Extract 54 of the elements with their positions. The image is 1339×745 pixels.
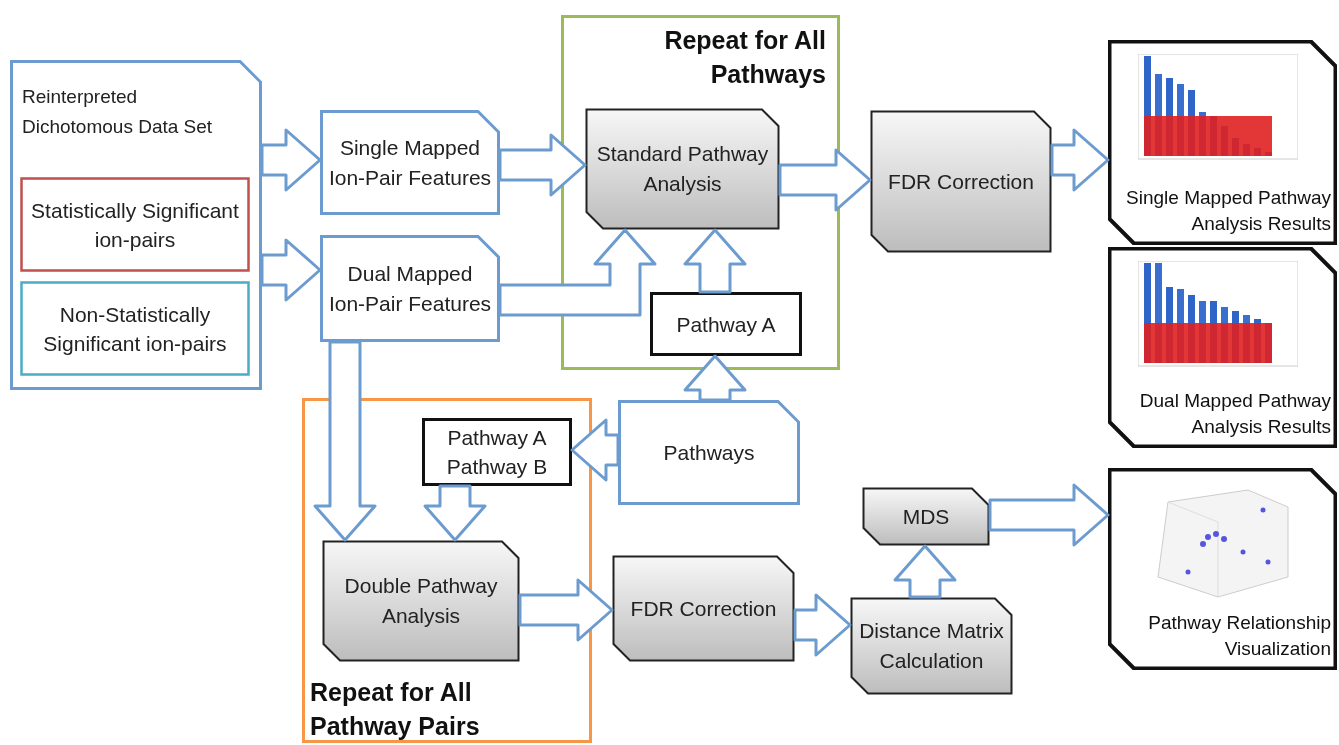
document-box <box>320 235 500 342</box>
process-box <box>585 108 780 230</box>
box-label: Statistically Significant ion-pairs <box>30 197 240 253</box>
box-label: FDR Correction <box>888 168 1034 195</box>
category-box <box>20 281 250 376</box>
box-label: Dual Mapped Ion-Pair Features <box>328 260 492 317</box>
box-label: Pathway A <box>676 311 776 338</box>
block-arrow <box>988 483 1110 547</box>
document-box <box>10 60 262 390</box>
process-box <box>612 555 795 662</box>
block-arrow <box>498 133 587 197</box>
process-box <box>322 540 520 662</box>
box-label: Single Mapped Pathway Analysis Results <box>1125 186 1331 236</box>
block-arrow <box>1050 128 1110 192</box>
document-box <box>618 400 800 505</box>
block-arrow <box>793 593 852 657</box>
box-label: Reinterpreted Dichotomous Data Set <box>22 85 214 139</box>
box-label: Double Pathway Analysis <box>343 573 499 629</box>
box-label: Pathway B <box>446 454 548 480</box>
block-arrow <box>313 340 377 542</box>
box-label: Repeat for All Pathway Pairs <box>310 677 481 742</box>
box-label: MDS <box>902 503 950 530</box>
block-arrow <box>423 484 487 542</box>
block-arrow <box>683 354 747 402</box>
result-panel <box>1108 40 1337 245</box>
box-label: FDR Correction <box>630 595 777 622</box>
process-box <box>862 487 990 546</box>
box-label: Pathways <box>663 439 755 466</box>
input-box <box>650 292 802 356</box>
loop-frame <box>561 15 840 370</box>
block-arrow <box>683 228 747 294</box>
block-arrow <box>260 238 322 302</box>
box-label: Pathway Relationship Visualization <box>1147 611 1331 661</box>
block-arrow <box>778 148 872 212</box>
box-label: Repeat for All Pathways <box>663 25 826 90</box>
input-box <box>422 418 572 486</box>
result-panel <box>1108 247 1337 448</box>
block-arrow <box>260 128 322 192</box>
document-box <box>320 110 500 215</box>
block-arrow <box>498 228 657 317</box>
result-panel <box>1108 468 1337 670</box>
box-label: Single Mapped Ion-Pair Features <box>328 134 492 191</box>
box-label: Non-Statistically Significant ion-pairs <box>42 301 228 357</box>
process-box <box>870 110 1052 253</box>
process-box <box>850 597 1013 695</box>
block-arrow <box>518 578 614 642</box>
box-label: Standard Pathway Analysis <box>595 141 770 197</box>
box-label: Dual Mapped Pathway Analysis Results <box>1138 389 1331 439</box>
block-arrow <box>893 544 957 599</box>
loop-frame <box>302 398 592 743</box>
block-arrow <box>570 418 620 482</box>
box-label: Distance Matrix Calculation <box>858 618 1005 674</box>
category-box <box>20 177 250 272</box>
box-label: Pathway A <box>447 425 547 451</box>
